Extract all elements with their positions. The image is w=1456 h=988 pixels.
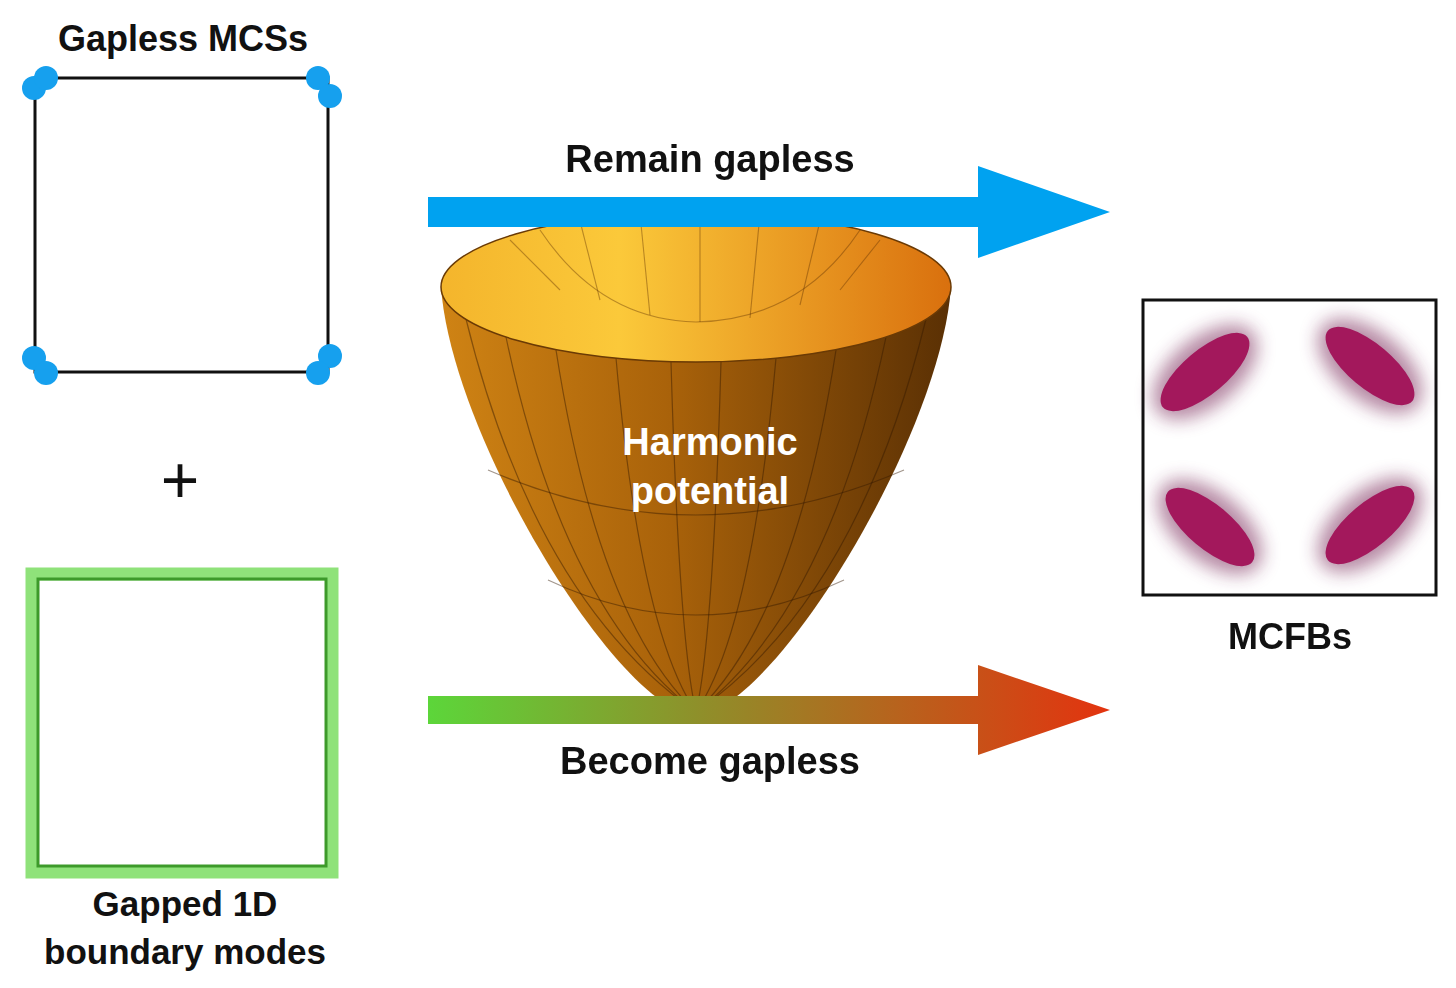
paraboloid-rim bbox=[441, 212, 951, 362]
paraboloid-grid bbox=[466, 319, 926, 712]
paraboloid bbox=[441, 212, 951, 715]
grid-line bbox=[696, 358, 776, 712]
square-outline bbox=[35, 78, 328, 372]
corner-dot bbox=[318, 84, 342, 108]
node-text: Gapped 1D boundary modes bbox=[35, 880, 335, 976]
blob bbox=[1149, 320, 1262, 424]
grid-line bbox=[696, 350, 836, 712]
grid-line bbox=[696, 337, 886, 712]
diagram-node: MCFBs bbox=[1140, 298, 1440, 663]
blob bbox=[1314, 473, 1427, 577]
inner-line bbox=[699, 212, 700, 322]
boundary-line bbox=[38, 579, 326, 866]
mcfb-square bbox=[1136, 300, 1440, 595]
grid-line bbox=[506, 337, 696, 712]
mcs-square bbox=[22, 66, 342, 385]
corner-dots bbox=[22, 66, 342, 385]
plus-sign: + bbox=[120, 442, 240, 518]
inner-line bbox=[580, 221, 600, 300]
grid-line bbox=[671, 362, 696, 712]
diagram-node: Gapped 1D boundary modes bbox=[20, 562, 350, 982]
arrow-label: Remain gapless bbox=[565, 138, 854, 181]
diagram-node: Gapless MCSs bbox=[18, 14, 348, 386]
fermi-blobs bbox=[1149, 314, 1427, 579]
inner-line bbox=[800, 221, 820, 305]
boundary-square bbox=[32, 574, 332, 872]
inner-grid bbox=[510, 212, 880, 322]
node-text: Harmonic potential bbox=[580, 418, 840, 516]
arrow-label: Become gapless bbox=[560, 740, 860, 783]
grid-ring bbox=[548, 580, 844, 615]
corner-dot bbox=[34, 66, 58, 90]
grid-line bbox=[466, 319, 696, 712]
corner-dot bbox=[34, 361, 58, 385]
boundary-glow bbox=[32, 574, 332, 872]
inner-line bbox=[510, 240, 560, 290]
grid-line bbox=[696, 362, 721, 712]
inner-line bbox=[840, 240, 880, 290]
blob bbox=[1154, 475, 1267, 579]
node-text: MCFBs bbox=[1140, 616, 1440, 658]
grid-line bbox=[556, 350, 696, 712]
blob bbox=[1314, 314, 1427, 418]
grid-line bbox=[696, 319, 926, 712]
corner-dot bbox=[306, 361, 330, 385]
inner-line bbox=[750, 214, 760, 318]
blob-glow bbox=[1136, 300, 1440, 593]
grid-line bbox=[616, 358, 696, 712]
inner-line bbox=[640, 214, 650, 315]
node-text: Gapless MCSs bbox=[18, 18, 348, 60]
diagram-node: Harmonic potential bbox=[441, 212, 951, 717]
